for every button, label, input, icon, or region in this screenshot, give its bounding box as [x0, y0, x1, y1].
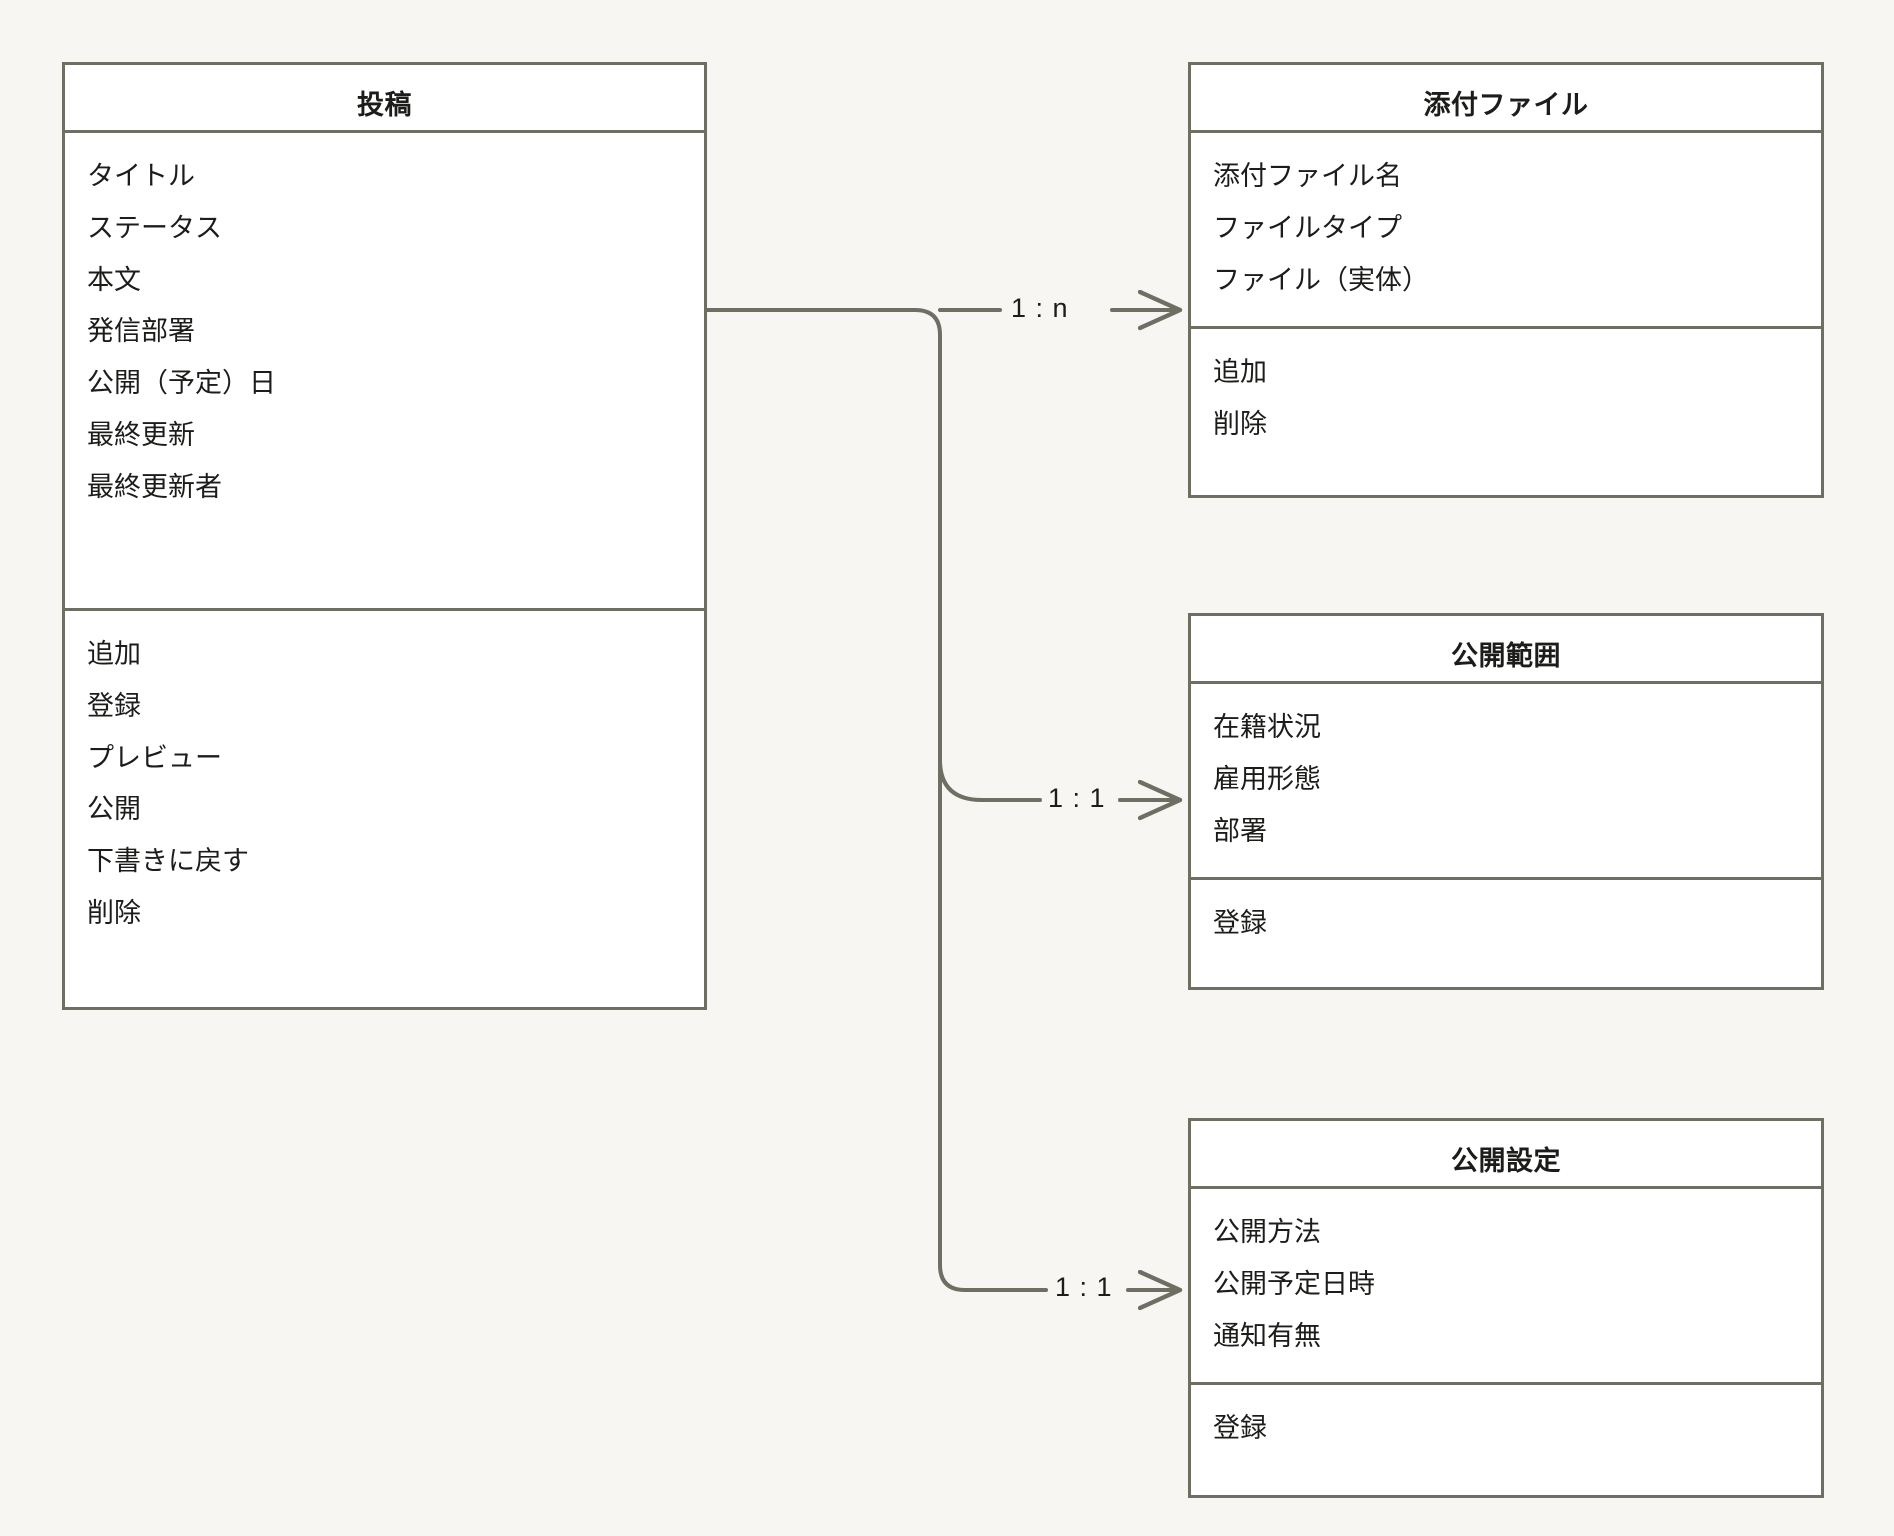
method-row: プレビュー: [87, 742, 222, 773]
class-name-settings: 公開設定: [1191, 1121, 1821, 1189]
attribute-row: 公開方法: [1213, 1217, 1321, 1247]
class-name-post: 投稿: [65, 65, 704, 133]
attribute-row: 発信部署: [87, 316, 195, 347]
attribute-row: ファイルタイプ: [1213, 212, 1402, 243]
attribute-row: 在籍状況: [1213, 712, 1321, 742]
class-box-scope[interactable]: 公開範囲 在籍状況 雇用形態 部署 登録: [1188, 613, 1824, 990]
methods-section-settings: 登録: [1191, 1385, 1821, 1473]
attribute-row: 公開予定日時: [1213, 1268, 1375, 1299]
method-row: 公開: [87, 794, 141, 825]
methods-section-attachment: 追加 削除: [1191, 329, 1821, 469]
method-row: 追加: [87, 639, 141, 669]
class-box-attachment[interactable]: 添付ファイル 添付ファイル名 ファイルタイプ ファイル（実体） 追加 削除: [1188, 62, 1824, 498]
methods-section-post: 追加 登録 プレビュー 公開 下書きに戻す 削除: [65, 611, 704, 958]
method-row: 下書きに戻す: [87, 846, 249, 876]
attribute-row: 部署: [1213, 815, 1267, 846]
multiplicity-label-post-attachment: 1 : n: [1011, 293, 1069, 323]
class-name-scope: 公開範囲: [1191, 616, 1821, 684]
multiplicity-label-post-scope: 1 : 1: [1048, 783, 1106, 813]
method-row: 登録: [87, 690, 141, 721]
attribute-row: 本文: [87, 264, 141, 295]
attribute-row: 最終更新: [87, 419, 195, 450]
multiplicity-label-post-settings: 1 : 1: [1055, 1272, 1113, 1302]
attributes-section-post: タイトル ステータス 本文 発信部署 公開（予定）日 最終更新 最終更新者: [65, 133, 704, 611]
method-row: 削除: [87, 897, 141, 928]
attributes-section-scope: 在籍状況 雇用形態 部署: [1191, 684, 1821, 880]
class-box-settings[interactable]: 公開設定 公開方法 公開予定日時 通知有無 登録: [1188, 1118, 1824, 1498]
method-row: 登録: [1213, 1413, 1267, 1443]
method-row: 追加: [1213, 357, 1267, 387]
attribute-row: ファイル（実体）: [1213, 264, 1429, 295]
attribute-row: 通知有無: [1213, 1320, 1321, 1351]
attributes-section-settings: 公開方法 公開予定日時 通知有無: [1191, 1189, 1821, 1385]
attribute-row: タイトル: [87, 161, 195, 191]
connector-trunk: [705, 308, 967, 1292]
method-row: 削除: [1213, 408, 1267, 439]
attribute-row: 公開（予定）日: [87, 368, 276, 398]
attribute-row: 雇用形態: [1213, 763, 1321, 794]
class-box-post[interactable]: 投稿 タイトル ステータス 本文 発信部署 公開（予定）日 最終更新 最終更新者…: [62, 62, 707, 1010]
method-row: 登録: [1213, 908, 1267, 938]
attribute-row: 最終更新者: [87, 471, 222, 502]
methods-section-scope: 登録: [1191, 880, 1821, 968]
attribute-row: ステータス: [87, 212, 222, 243]
attributes-section-attachment: 添付ファイル名 ファイルタイプ ファイル（実体）: [1191, 133, 1821, 329]
class-name-attachment: 添付ファイル: [1191, 65, 1821, 133]
attribute-row: 添付ファイル名: [1213, 161, 1402, 191]
